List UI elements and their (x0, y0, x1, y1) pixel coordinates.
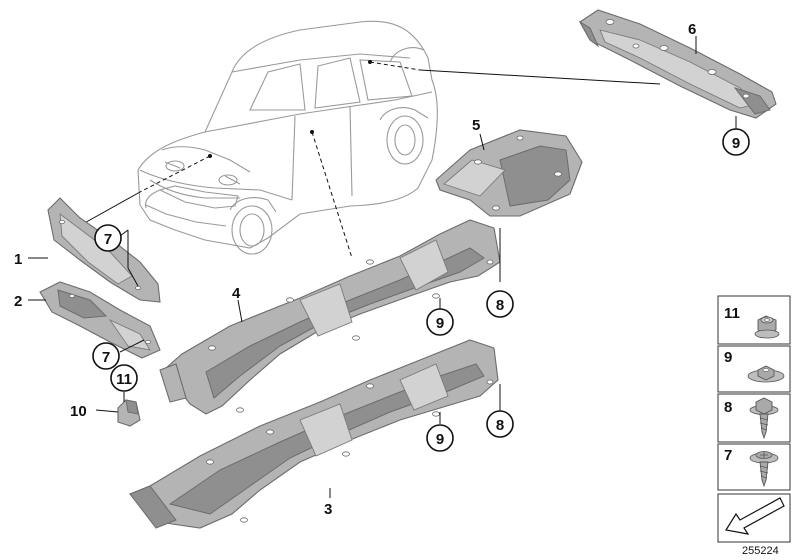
callout-5: 5 (472, 117, 480, 134)
callout-9b: 9 (436, 315, 444, 332)
fastener-legend: 11 9 8 7 (717, 295, 791, 543)
callout-6: 6 (688, 21, 696, 38)
heat-shield-3[interactable] (129, 339, 499, 529)
heat-shield-6[interactable] (578, 9, 777, 119)
legend-cell-7[interactable] (717, 443, 791, 491)
arrow-left-down-icon (725, 497, 785, 535)
callout-7b-circle (92, 342, 120, 370)
clip-10[interactable] (117, 399, 141, 427)
callout-4: 4 (232, 285, 241, 302)
callout-11: 11 (116, 371, 132, 388)
callout-8b: 8 (496, 417, 504, 434)
callout-8a-circle (486, 290, 514, 318)
callout-1: 1 (14, 251, 22, 268)
legend-cell-8[interactable] (717, 393, 791, 443)
callout-9a-circle (722, 128, 750, 156)
legend-num-11: 11 (724, 305, 740, 322)
callout-10: 10 (70, 403, 87, 420)
legend-cell-9[interactable] (717, 345, 791, 393)
callout-2: 2 (14, 293, 22, 310)
legend-num-7: 7 (724, 447, 732, 464)
callout-9a: 9 (732, 135, 740, 152)
callouts: 1 2 3 4 5 6 10 7 7 11 9 9 9 8 8 (14, 21, 750, 518)
callout-7a-circle (94, 224, 122, 252)
callout-8b-circle (486, 410, 514, 438)
hex-screw-icon (749, 397, 779, 440)
car-outline (137, 20, 438, 255)
callout-7a: 7 (104, 231, 112, 248)
callout-9c-circle (426, 424, 454, 452)
callout-8a: 8 (496, 297, 504, 314)
legend-num-8: 8 (724, 399, 732, 416)
callout-3: 3 (324, 501, 332, 518)
legend-num-9: 9 (724, 349, 732, 366)
callout-9c: 9 (436, 431, 444, 448)
diagram-id: 255224 (742, 545, 779, 557)
heat-shield-5[interactable] (435, 129, 583, 217)
callout-11-circle (110, 364, 138, 392)
callout-leaders (28, 36, 737, 498)
hex-nut-icon (754, 315, 780, 339)
washer-nut-icon (747, 365, 785, 383)
callout-9b-circle (426, 308, 454, 336)
screw-washer-icon (749, 451, 779, 488)
heat-shield-4[interactable] (159, 219, 501, 415)
callout-7b: 7 (102, 349, 110, 366)
